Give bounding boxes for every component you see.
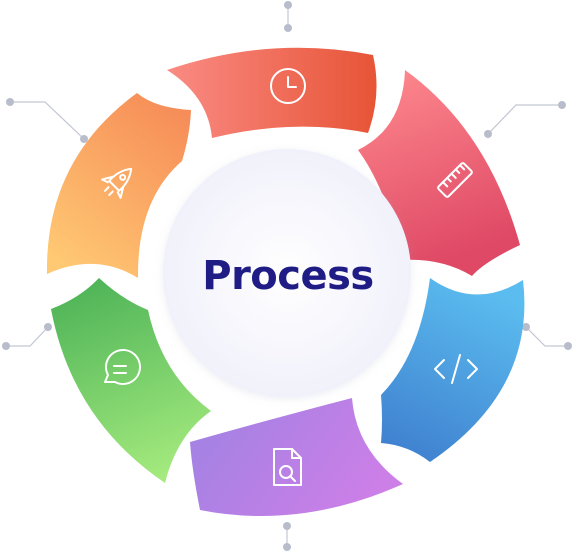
clock-icon xyxy=(270,68,306,104)
segment-left xyxy=(46,93,192,278)
chat-icon xyxy=(104,349,141,385)
ruler-icon xyxy=(437,162,473,198)
connector-upper-left xyxy=(6,98,88,143)
connector-top xyxy=(284,1,292,32)
center-title: Process xyxy=(202,253,374,299)
rocket-icon xyxy=(101,167,133,199)
connector-lower-left xyxy=(2,323,52,350)
connector-upper-right xyxy=(484,101,566,138)
document-search-icon xyxy=(273,448,302,486)
center-circle xyxy=(163,149,411,397)
code-icon xyxy=(434,354,478,384)
connector-bottom xyxy=(283,522,291,551)
segment-lower-right xyxy=(381,278,525,462)
connector-lower-right xyxy=(522,323,572,350)
segment-lower-left xyxy=(51,278,211,483)
